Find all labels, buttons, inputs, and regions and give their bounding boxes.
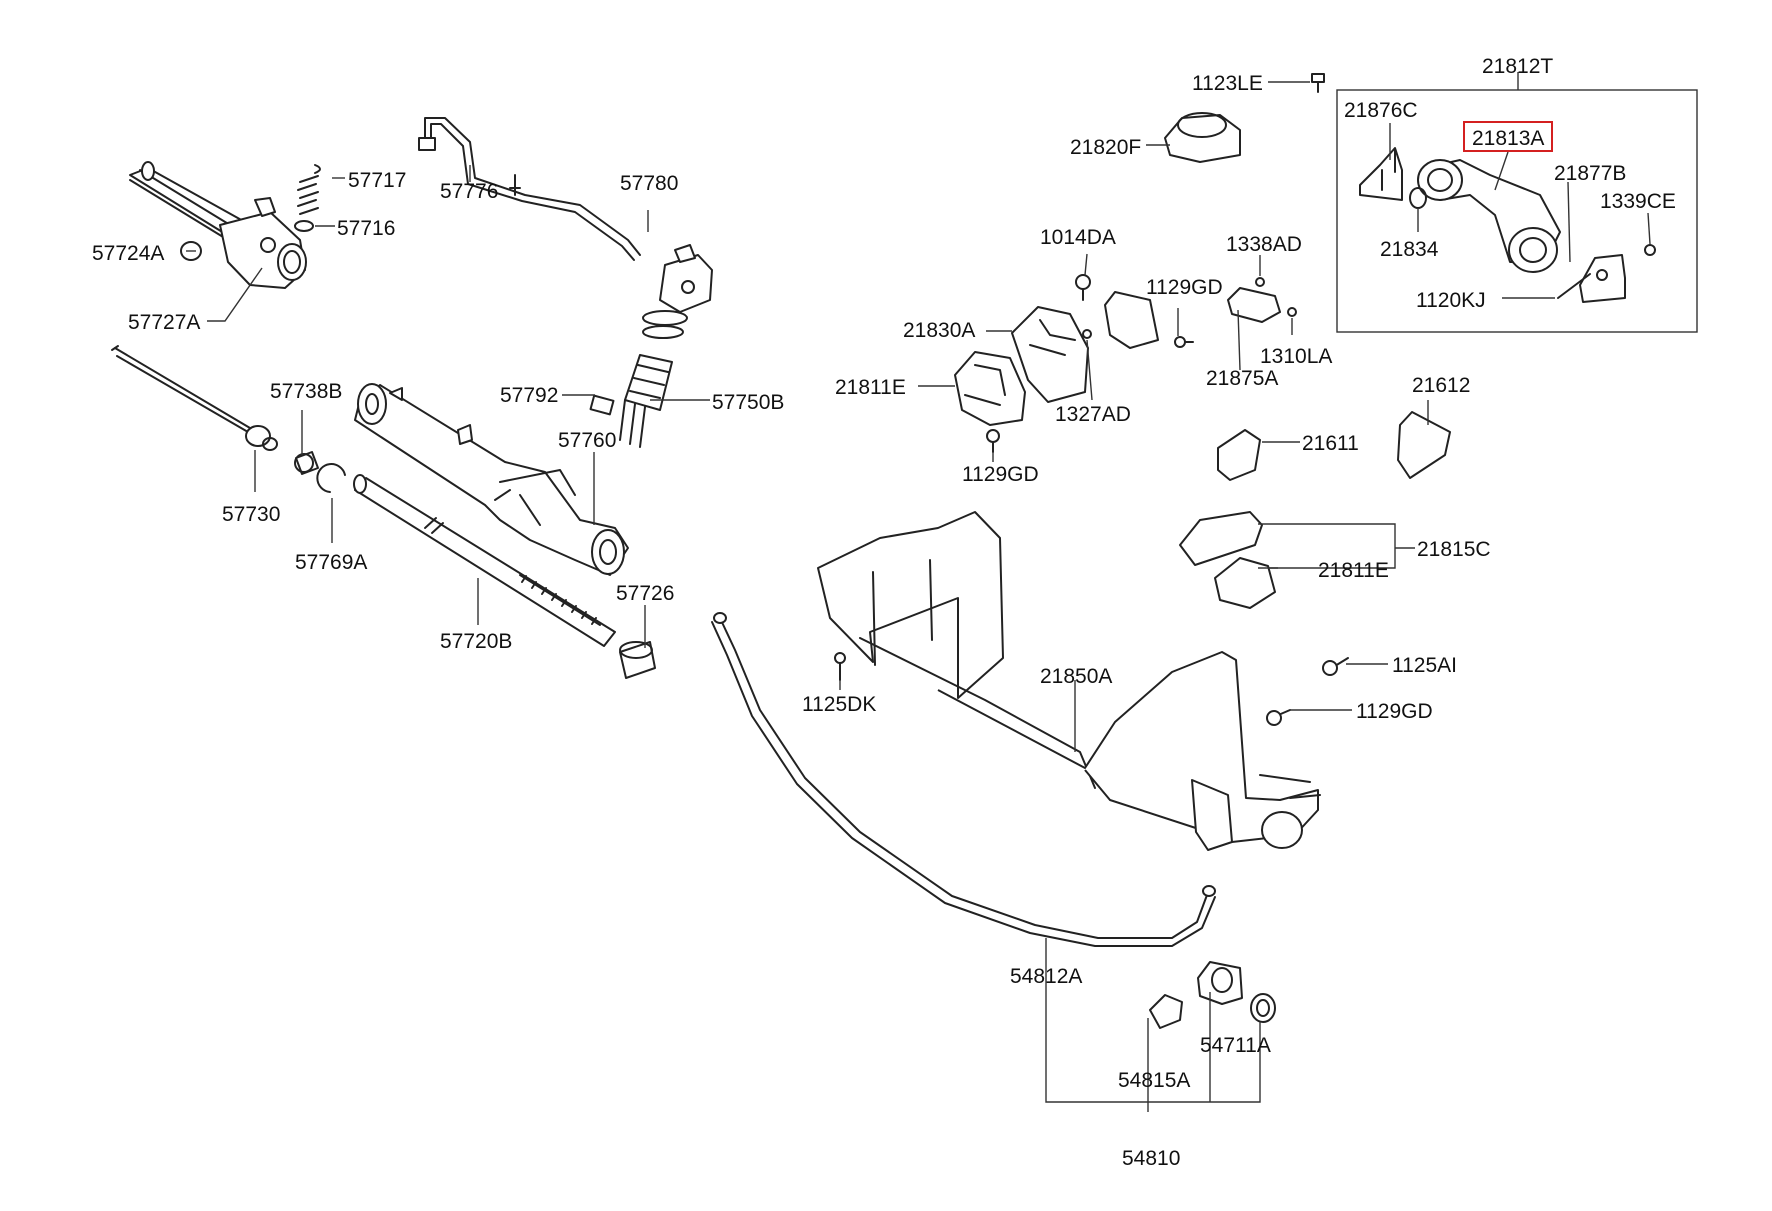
bolt-1125DK[interactable]: [834, 652, 846, 681]
bolt-1129GD-b[interactable]: [986, 429, 1000, 453]
label-21612[interactable]: 21612: [1412, 374, 1470, 397]
label-57724A[interactable]: 57724A: [92, 242, 164, 265]
label-1339CE[interactable]: 1339CE: [1600, 190, 1676, 213]
label-21830A[interactable]: 21830A: [903, 319, 975, 342]
bolt-1129GD-a[interactable]: [1174, 336, 1194, 348]
pressure-tube-57776[interactable]: [418, 117, 641, 261]
label-57792[interactable]: 57792: [500, 384, 558, 407]
bush-57726[interactable]: [619, 641, 656, 679]
label-57776[interactable]: 57776: [440, 180, 498, 203]
steering-valve-housing[interactable]: [129, 161, 307, 289]
washer-21834[interactable]: [1409, 187, 1427, 209]
bracket-21611[interactable]: [1217, 429, 1261, 481]
boot-57738B[interactable]: [294, 451, 319, 475]
label-1338AD[interactable]: 1338AD: [1226, 233, 1302, 256]
label-54812A[interactable]: 54812A: [1010, 965, 1082, 988]
label-57726[interactable]: 57726: [616, 582, 674, 605]
bolt-1014DA[interactable]: [1075, 274, 1091, 301]
label-54711A[interactable]: 54711A: [1200, 1034, 1271, 1057]
bolt-1123LE[interactable]: [1311, 73, 1325, 93]
stabilizer-bar-54812A[interactable]: [711, 612, 1216, 947]
cover-21820F[interactable]: [1164, 112, 1241, 163]
mount-21811E-upper[interactable]: [954, 351, 1026, 426]
label-1125DK[interactable]: 1125DK: [802, 693, 876, 716]
label-21815C[interactable]: 21815C: [1417, 538, 1491, 561]
mount-21815C[interactable]: [1179, 511, 1263, 566]
bolt-1129GD-c[interactable]: [1266, 709, 1291, 726]
spring-57717[interactable]: [297, 164, 321, 215]
valve-body[interactable]: [659, 244, 713, 313]
highlight-box-21813A: [1463, 121, 1553, 152]
bracket-plate[interactable]: [1227, 287, 1281, 323]
label-21820F[interactable]: 21820F: [1070, 136, 1141, 159]
label-21611[interactable]: 21611: [1302, 432, 1359, 455]
label-21875A[interactable]: 21875A: [1206, 367, 1278, 390]
mount-21811E-lower[interactable]: [1214, 557, 1276, 609]
label-54810[interactable]: 54810: [1122, 1147, 1180, 1170]
label-21850A[interactable]: 21850A: [1040, 665, 1112, 688]
rack-57720B[interactable]: [353, 474, 616, 647]
clamp-54815A[interactable]: [1149, 994, 1183, 1029]
label-57716[interactable]: 57716: [337, 217, 395, 240]
label-57717[interactable]: 57717: [348, 169, 406, 192]
label-21812T[interactable]: 21812T: [1482, 55, 1553, 78]
label-57738B[interactable]: 57738B: [270, 380, 342, 403]
label-1123LE[interactable]: 1123LE: [1192, 72, 1263, 95]
label-21876C[interactable]: 21876C: [1344, 99, 1418, 122]
leader-lines: [186, 72, 1651, 1112]
label-21811E-b[interactable]: 21811E: [1318, 559, 1389, 582]
bracket-21875A[interactable]: [1104, 291, 1159, 349]
part-labels: 57717 57716 57724A 57727A 57776 57780 57…: [92, 55, 1676, 1170]
nut-1339CE[interactable]: [1644, 244, 1656, 256]
label-57750B[interactable]: 57750B: [712, 391, 784, 414]
label-1129GD-b[interactable]: 1129GD: [962, 463, 1039, 486]
frame-21812T: [1336, 89, 1698, 333]
label-1327AD[interactable]: 1327AD: [1055, 403, 1131, 426]
label-57780[interactable]: 57780: [620, 172, 678, 195]
label-1014DA[interactable]: 1014DA: [1040, 226, 1116, 249]
label-57730[interactable]: 57730: [222, 503, 280, 526]
label-54815A[interactable]: 54815A: [1118, 1069, 1190, 1092]
label-21811E-a[interactable]: 21811E: [835, 376, 906, 399]
label-21877B[interactable]: 21877B: [1554, 162, 1626, 185]
nut-1338AD[interactable]: [1255, 277, 1265, 287]
bush-54810[interactable]: [1250, 993, 1276, 1023]
label-1129GD-c[interactable]: 1129GD: [1356, 700, 1433, 723]
mount-21813A[interactable]: [1417, 159, 1561, 273]
label-21813A[interactable]: 21813A: [1472, 127, 1544, 150]
label-57760[interactable]: 57760: [558, 429, 616, 452]
bolt-1125AI[interactable]: [1322, 657, 1349, 676]
nut-1310LA[interactable]: [1287, 307, 1297, 317]
bracket-21876C[interactable]: [1359, 147, 1403, 201]
ring-57724A[interactable]: [180, 241, 202, 261]
label-1125AI[interactable]: 1125AI: [1392, 654, 1457, 677]
label-1120KJ[interactable]: 1120KJ: [1416, 289, 1486, 312]
clamp-54711A[interactable]: [1197, 961, 1243, 1005]
label-57769A[interactable]: 57769A: [295, 551, 367, 574]
seal-57716[interactable]: [294, 220, 314, 232]
pinion-57750B[interactable]: [619, 310, 688, 448]
crossmember-21850A[interactable]: [817, 511, 1321, 851]
plug-57792[interactable]: [589, 394, 615, 416]
tie-rod-57730[interactable]: [111, 345, 278, 451]
label-57727A[interactable]: 57727A: [128, 311, 200, 334]
label-1129GD-a[interactable]: 1129GD: [1146, 276, 1223, 299]
label-57720B[interactable]: 57720B: [440, 630, 512, 653]
label-1310LA[interactable]: 1310LA: [1260, 345, 1332, 368]
nut-1327AD[interactable]: [1082, 329, 1092, 339]
label-21834[interactable]: 21834: [1380, 238, 1439, 261]
bolt-1120KJ[interactable]: [1557, 273, 1591, 299]
rack-housing-57760[interactable]: [354, 383, 629, 576]
mount-21830A[interactable]: [1011, 306, 1089, 403]
bracket-21877B[interactable]: [1579, 254, 1626, 303]
bracket-21612[interactable]: [1397, 411, 1451, 479]
snap-ring-57769A[interactable]: [316, 463, 346, 493]
